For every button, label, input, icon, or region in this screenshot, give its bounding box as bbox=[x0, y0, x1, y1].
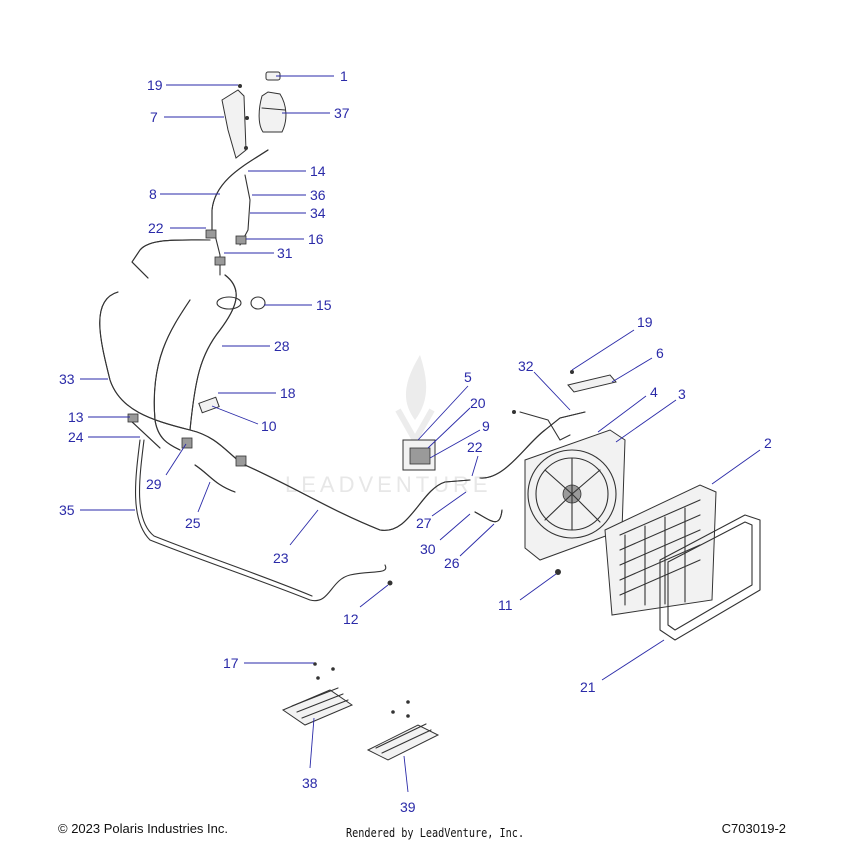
callout-24: 24 bbox=[68, 429, 84, 445]
leader-19b bbox=[571, 329, 635, 371]
lower-coolant-hose bbox=[244, 464, 471, 531]
callout-35: 35 bbox=[59, 502, 75, 518]
callout-19-top: 19 bbox=[147, 77, 163, 93]
small-fittings bbox=[198, 396, 436, 471]
callout-17: 17 bbox=[223, 655, 239, 671]
radiator-screws bbox=[387, 370, 574, 586]
mounting-bracket bbox=[567, 374, 617, 393]
reservoir-bracket bbox=[221, 89, 247, 159]
diagram-code: C703019-2 bbox=[721, 821, 786, 836]
callout-1: 1 bbox=[340, 68, 348, 84]
callout-7: 7 bbox=[150, 109, 158, 125]
leader-6 bbox=[611, 357, 653, 383]
control-module-38 bbox=[281, 662, 354, 726]
leader-21 bbox=[601, 639, 665, 681]
watermark-text: LEADVENTURE bbox=[285, 472, 492, 497]
leader-2 bbox=[711, 449, 761, 485]
callout-2: 2 bbox=[764, 435, 772, 451]
callout-25: 25 bbox=[185, 515, 201, 531]
radiator bbox=[604, 484, 717, 616]
callout-32: 32 bbox=[518, 358, 534, 374]
callout-9: 9 bbox=[482, 418, 490, 434]
leader-26 bbox=[459, 523, 495, 557]
callout-13: 13 bbox=[68, 409, 84, 425]
leader-39 bbox=[403, 755, 409, 793]
callout-33: 33 bbox=[59, 371, 75, 387]
callout-22-lower: 22 bbox=[467, 439, 483, 455]
callout-21: 21 bbox=[580, 679, 596, 695]
callout-36: 36 bbox=[310, 187, 326, 203]
leader-10 bbox=[211, 405, 259, 425]
coolant-reservoir-group bbox=[221, 71, 287, 159]
left-hoses bbox=[99, 291, 387, 602]
callout-22-upper: 22 bbox=[148, 220, 164, 236]
leader-38 bbox=[309, 717, 315, 769]
leader-32 bbox=[533, 371, 571, 411]
callout-37: 37 bbox=[334, 105, 350, 121]
callout-4: 4 bbox=[650, 384, 658, 400]
callout-14: 14 bbox=[310, 163, 326, 179]
radiator-seal bbox=[659, 514, 761, 641]
leader-25 bbox=[197, 481, 211, 513]
callout-28: 28 bbox=[274, 338, 290, 354]
callout-26: 26 bbox=[444, 555, 460, 571]
callout-5: 5 bbox=[464, 369, 472, 385]
leader-5 bbox=[417, 385, 469, 441]
leader-29 bbox=[165, 443, 187, 476]
leader-22b bbox=[471, 455, 479, 477]
leader-4 bbox=[597, 395, 647, 433]
control-module-39 bbox=[366, 700, 440, 761]
callout-10: 10 bbox=[261, 418, 277, 434]
callout-6: 6 bbox=[656, 345, 664, 361]
callout-16: 16 bbox=[308, 231, 324, 247]
callout-11: 11 bbox=[498, 597, 513, 613]
callouts: 1 19 37 7 14 8 36 34 22 16 31 15 bbox=[59, 68, 772, 815]
callout-23: 23 bbox=[273, 550, 289, 566]
callout-3: 3 bbox=[678, 386, 686, 402]
callout-31: 31 bbox=[277, 245, 293, 261]
leader-3 bbox=[615, 399, 677, 443]
callout-19-right: 19 bbox=[637, 314, 653, 330]
callout-30: 30 bbox=[420, 541, 436, 557]
leader-9 bbox=[429, 429, 481, 459]
callout-8: 8 bbox=[149, 186, 157, 202]
callout-18: 18 bbox=[280, 385, 296, 401]
leader-30 bbox=[439, 513, 471, 541]
callout-38: 38 bbox=[302, 775, 318, 791]
callout-29: 29 bbox=[146, 476, 162, 492]
leader-12 bbox=[359, 584, 389, 608]
callout-39: 39 bbox=[400, 799, 416, 815]
copyright-text: © 2023 Polaris Industries Inc. bbox=[58, 821, 228, 836]
callout-34: 34 bbox=[310, 205, 326, 221]
leader-23 bbox=[289, 509, 319, 546]
leader-11 bbox=[519, 573, 557, 601]
callout-15: 15 bbox=[316, 297, 332, 313]
coolant-reservoir bbox=[258, 91, 287, 133]
leader-20 bbox=[427, 407, 471, 449]
upper-hoses bbox=[131, 149, 269, 431]
rendered-by-text: Rendered by LeadVenture, Inc. bbox=[346, 826, 525, 840]
callout-20: 20 bbox=[470, 395, 486, 411]
leader-27 bbox=[431, 491, 467, 517]
watermark: LEADVENTURE bbox=[285, 355, 492, 497]
fan-area-hoses bbox=[474, 374, 617, 523]
callout-12: 12 bbox=[343, 611, 359, 627]
callout-27: 27 bbox=[416, 515, 432, 531]
